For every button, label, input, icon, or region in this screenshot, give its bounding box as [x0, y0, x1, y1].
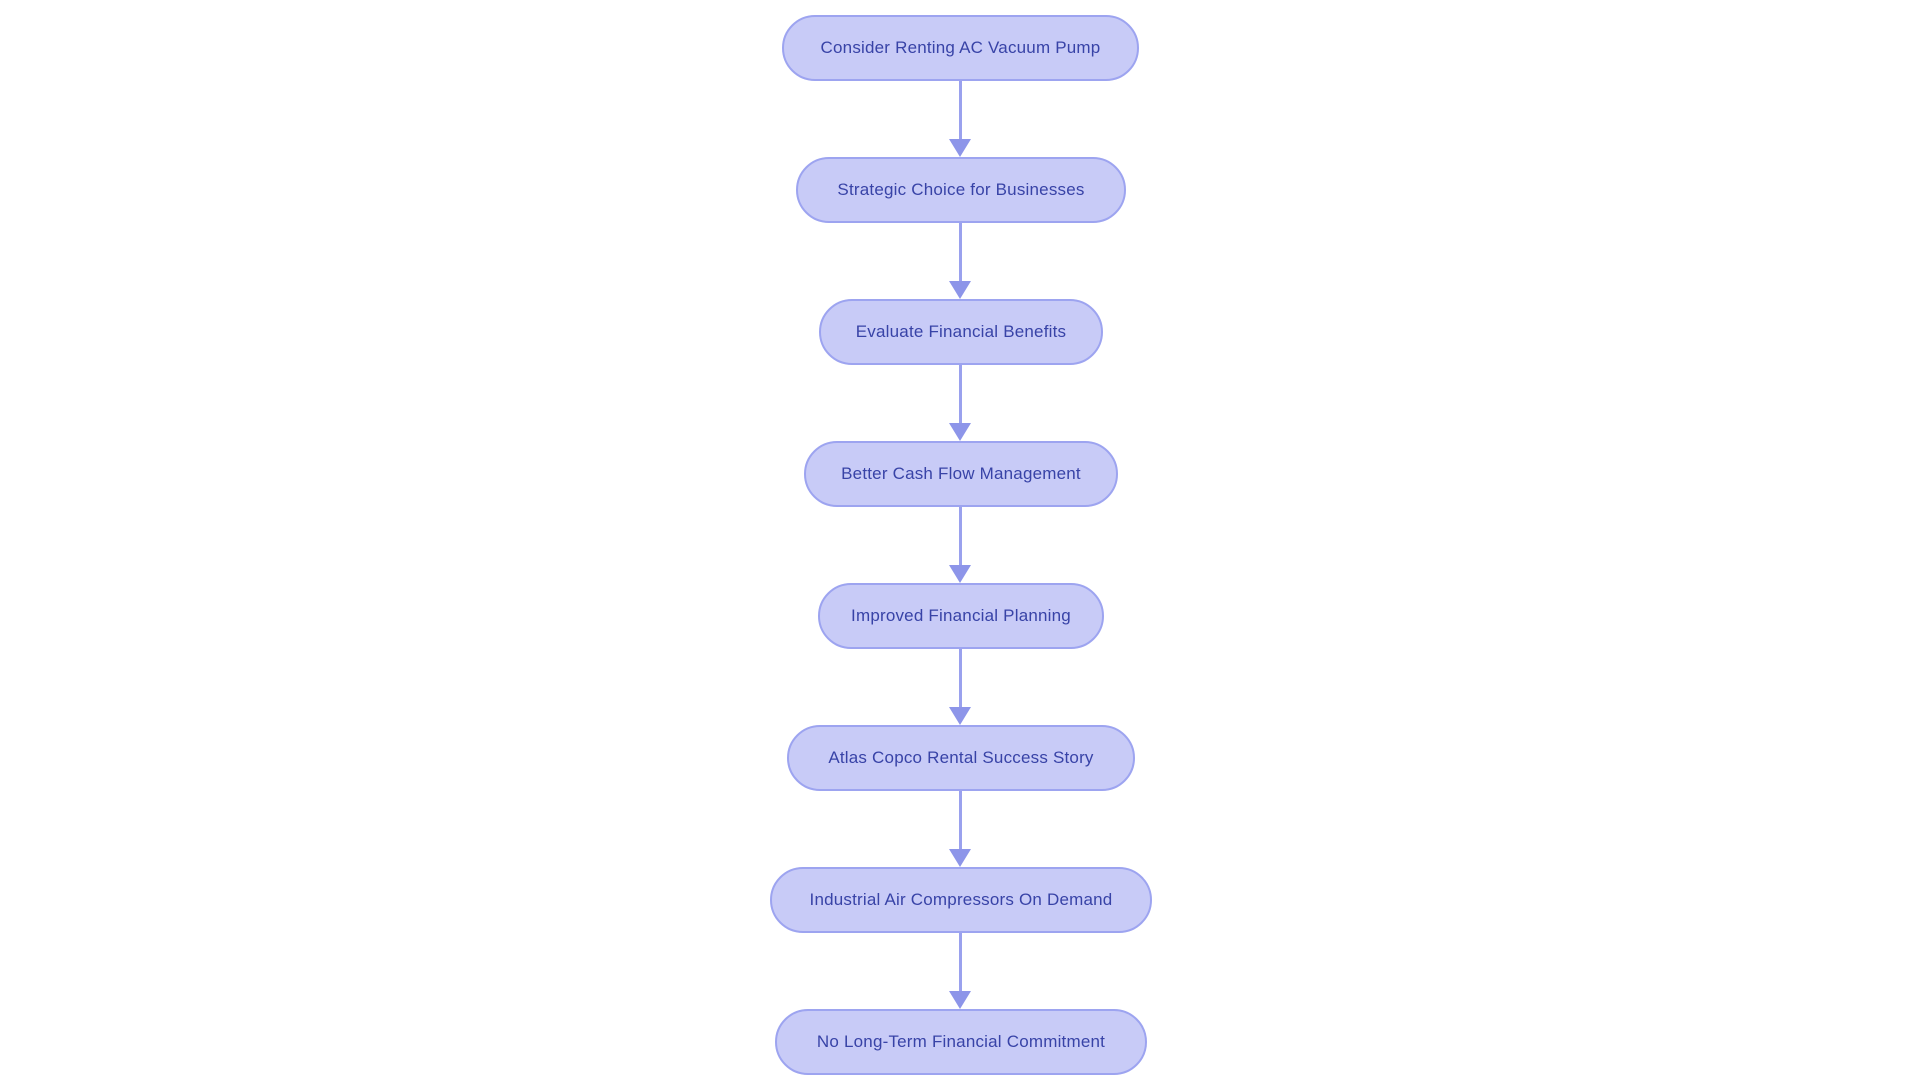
connector-line [959, 933, 962, 991]
connector-line [959, 507, 962, 565]
connector-line [959, 791, 962, 849]
arrow-down-icon [949, 565, 971, 583]
connector-line [959, 81, 962, 139]
arrow-down-icon [949, 707, 971, 725]
connector-line [959, 649, 962, 707]
flow-node-atlas-copco-story: Atlas Copco Rental Success Story [787, 725, 1135, 791]
flow-connector-3-4 [949, 365, 972, 441]
arrow-down-icon [949, 423, 971, 441]
arrow-down-icon [949, 139, 971, 157]
flow-node-financial-planning: Improved Financial Planning [818, 583, 1104, 649]
flow-node-cash-flow: Better Cash Flow Management [804, 441, 1118, 507]
flow-connector-2-3 [949, 223, 972, 299]
flow-connector-5-6 [949, 649, 972, 725]
arrow-down-icon [949, 849, 971, 867]
flow-connector-7-8 [949, 933, 972, 1009]
flow-connector-1-2 [949, 81, 972, 157]
connector-line [959, 365, 962, 423]
flow-node-evaluate-benefits: Evaluate Financial Benefits [819, 299, 1103, 365]
flow-node-no-long-term-commitment: No Long-Term Financial Commitment [775, 1009, 1147, 1075]
flow-node-compressors-on-demand: Industrial Air Compressors On Demand [770, 867, 1152, 933]
connector-line [959, 223, 962, 281]
flow-connector-6-7 [949, 791, 972, 867]
arrow-down-icon [949, 281, 971, 299]
flow-node-strategic-choice: Strategic Choice for Businesses [796, 157, 1126, 223]
flow-connector-4-5 [949, 507, 972, 583]
flow-node-consider-renting: Consider Renting AC Vacuum Pump [782, 15, 1139, 81]
arrow-down-icon [949, 991, 971, 1009]
